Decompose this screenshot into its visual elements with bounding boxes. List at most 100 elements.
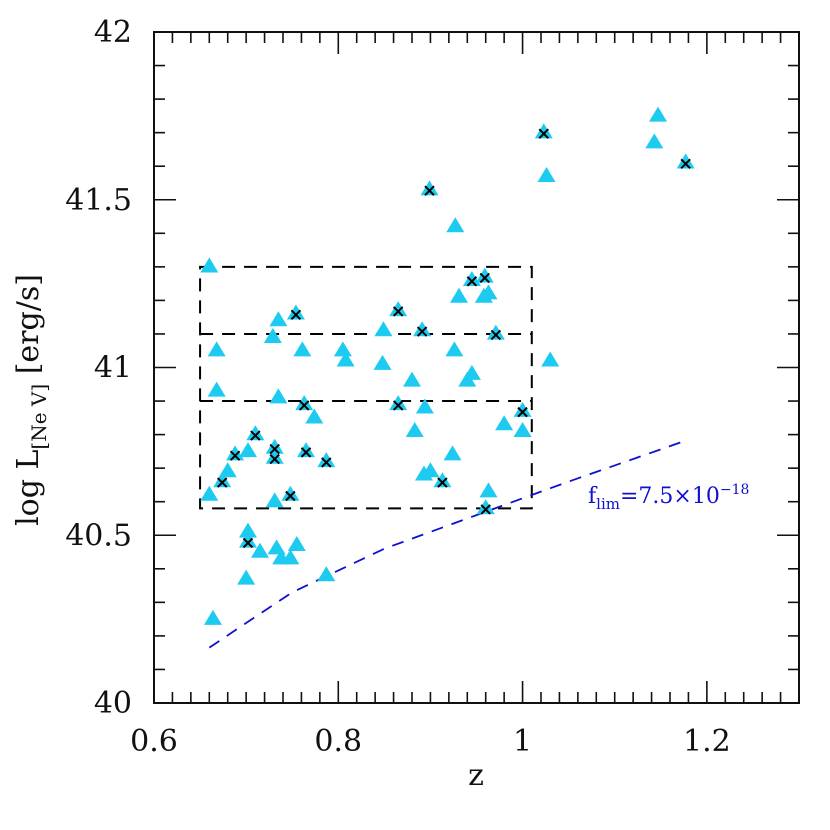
triangle-marker xyxy=(286,304,305,320)
triangle-marker xyxy=(317,566,336,582)
cross-marker xyxy=(300,447,312,458)
triangle-marker xyxy=(413,321,432,337)
flux-limit-label: flim=7.5×10−18 xyxy=(588,482,749,513)
cross-marker xyxy=(269,443,280,455)
triangle-marker xyxy=(226,445,245,461)
triangle-marker xyxy=(433,472,452,488)
triangle-marker xyxy=(200,485,219,501)
triangle-marker xyxy=(200,257,219,273)
triangle-marker xyxy=(389,301,408,317)
plot-frame xyxy=(153,31,800,704)
triangle-marker xyxy=(445,341,464,357)
triangle-marker xyxy=(513,421,532,437)
dashed-box xyxy=(199,265,533,510)
y-tick-label: 40 xyxy=(94,686,132,721)
triangle-marker xyxy=(333,341,352,357)
triangle-marker xyxy=(207,381,226,397)
triangle-marker xyxy=(265,438,284,454)
triangle-marker xyxy=(238,522,257,538)
triangle-marker xyxy=(405,421,424,437)
y-tick-labels: 40 40.5 41 41.5 42 xyxy=(65,15,132,721)
triangle-marker xyxy=(250,542,269,558)
triangle-marker xyxy=(238,442,257,458)
y-tick-label: 40.5 xyxy=(65,518,132,553)
cross-marker xyxy=(242,537,254,549)
y-axis-title-unit: [erg/s] xyxy=(11,274,46,374)
triangle-marker xyxy=(486,324,505,340)
cross-marker xyxy=(250,430,261,441)
y-tick-label: 41 xyxy=(94,351,132,386)
triangle-marker xyxy=(269,388,288,404)
cross-marker xyxy=(229,450,241,461)
triangle-marker xyxy=(446,217,465,233)
flux-limit-line xyxy=(208,440,685,649)
triangle-marker xyxy=(389,395,408,411)
triangle-marker xyxy=(265,492,284,508)
cross-marker xyxy=(290,309,302,321)
cross-marker xyxy=(416,326,428,337)
axis-ticks xyxy=(153,31,800,704)
y-axis-title-main: log L xyxy=(11,450,46,526)
cross-marker xyxy=(298,400,310,411)
triangle-marker xyxy=(495,415,514,431)
y-tick-label: 41.5 xyxy=(65,183,132,218)
triangle-marker xyxy=(373,354,392,370)
triangle-marker xyxy=(218,462,237,478)
cross-marker xyxy=(321,457,332,468)
triangle-marker xyxy=(534,123,553,139)
triangle-marker xyxy=(475,267,494,283)
triangle-marker xyxy=(295,395,314,411)
triangle-marker xyxy=(265,448,284,464)
triangle-marker xyxy=(207,341,226,357)
y-tick-label: 42 xyxy=(94,15,132,50)
triangle-marker xyxy=(479,482,498,498)
triangle-marker xyxy=(263,328,282,344)
triangle-marker xyxy=(513,401,532,417)
triangle-marker xyxy=(293,341,312,357)
y-axis-title: log L[Ne V] [erg/s] xyxy=(11,274,51,526)
cross-marker xyxy=(392,306,404,317)
triangle-marker xyxy=(645,133,664,149)
cross-marker xyxy=(392,400,404,411)
triangle-marker xyxy=(238,532,257,548)
triangle-marker xyxy=(267,539,286,555)
triangle-marker xyxy=(237,569,256,585)
triangle-marker xyxy=(420,180,439,196)
triangle-marker xyxy=(213,472,232,488)
cross-marker xyxy=(517,406,528,418)
triangle-marker xyxy=(676,153,695,169)
triangle-marker xyxy=(281,549,300,565)
triangle-marker xyxy=(305,408,324,424)
cross-marker xyxy=(680,158,691,170)
cross-marker xyxy=(269,453,280,465)
triangle-marker xyxy=(317,452,336,468)
triangle-marker xyxy=(541,351,560,367)
y-axis-title-sub: [Ne V] xyxy=(27,384,51,450)
triangle-marker xyxy=(462,364,481,380)
cross-marker xyxy=(479,272,491,284)
x-tick-label: 0.8 xyxy=(314,724,362,759)
triangle-marker xyxy=(476,499,495,515)
triangle-marker xyxy=(203,609,222,625)
x-tick-label: 1 xyxy=(513,724,532,759)
x-tick-label: 0.6 xyxy=(130,724,178,759)
triangle-marker xyxy=(443,445,462,461)
cross-marker xyxy=(480,504,491,515)
data-points xyxy=(200,106,695,625)
cross-marker xyxy=(538,128,549,139)
triangle-marker xyxy=(246,425,265,441)
triangle-marker xyxy=(462,270,481,286)
cross-marker xyxy=(437,477,448,488)
triangle-marker xyxy=(297,442,316,458)
cross-markers xyxy=(216,128,691,549)
triangle-marker xyxy=(415,398,434,414)
triangle-marker xyxy=(649,106,668,122)
triangle-marker xyxy=(449,287,468,303)
x-tick-label: 1.2 xyxy=(683,724,731,759)
cross-marker xyxy=(424,185,435,196)
svg-text:log L[Ne V] [erg/s]: log L[Ne V] [erg/s] xyxy=(11,274,51,526)
triangle-marker xyxy=(269,311,288,327)
cross-marker xyxy=(466,276,478,287)
cross-marker xyxy=(285,490,296,502)
